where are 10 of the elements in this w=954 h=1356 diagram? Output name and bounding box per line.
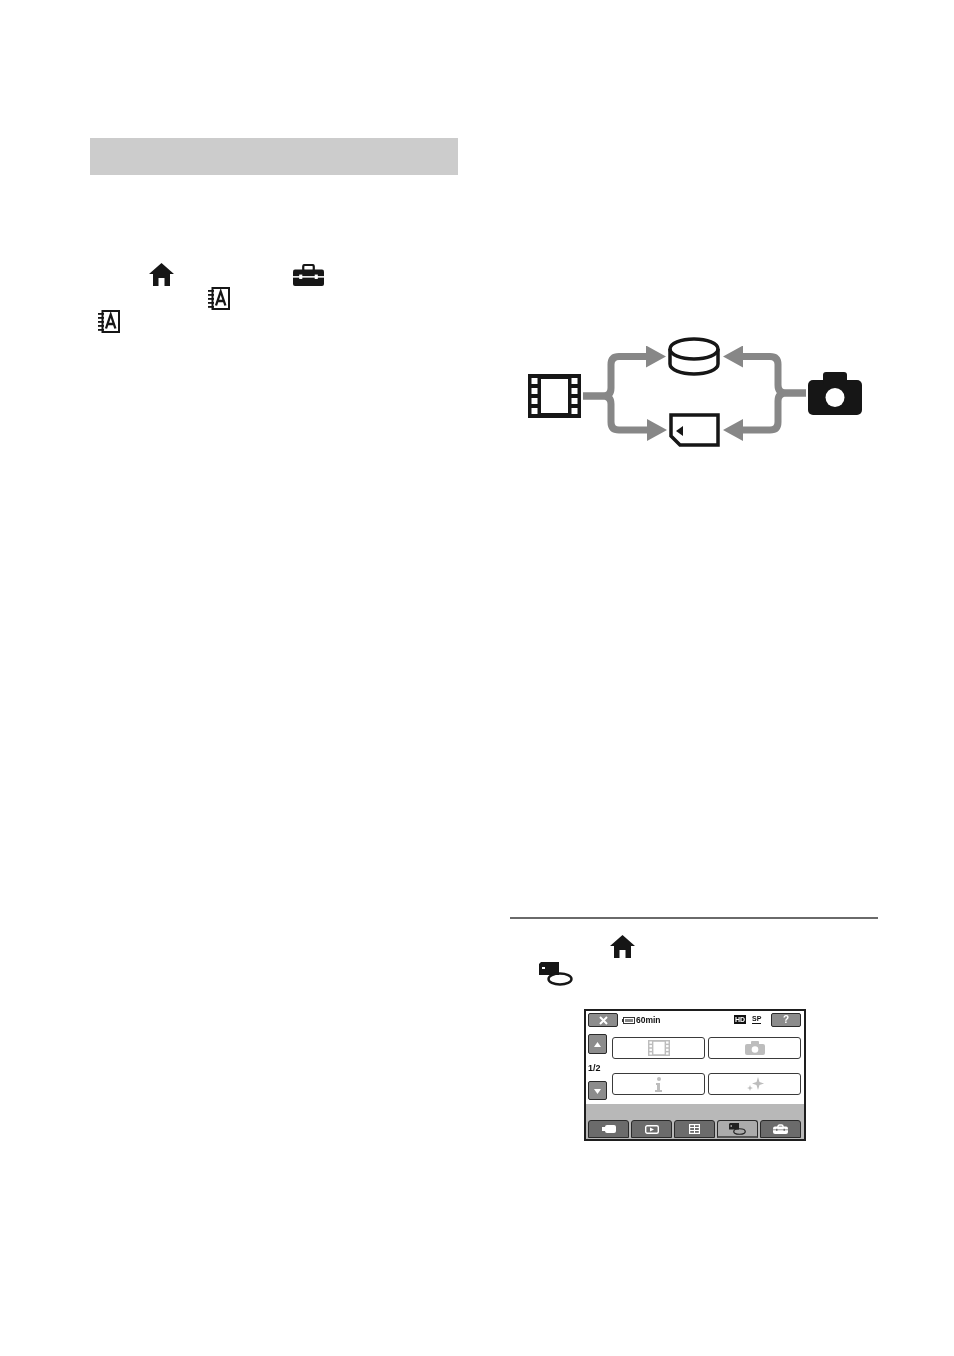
arrow — [583, 392, 667, 441]
arrow — [723, 389, 806, 441]
disc-icon — [668, 337, 720, 376]
camera-icon — [808, 371, 862, 415]
page-indicator: 1/2 — [588, 1063, 601, 1074]
help-button: ? — [771, 1013, 801, 1027]
film-icon — [528, 374, 581, 418]
recording-time: 60min — [636, 1014, 661, 1026]
section-band — [90, 138, 458, 175]
memory-card-icon — [669, 413, 720, 447]
